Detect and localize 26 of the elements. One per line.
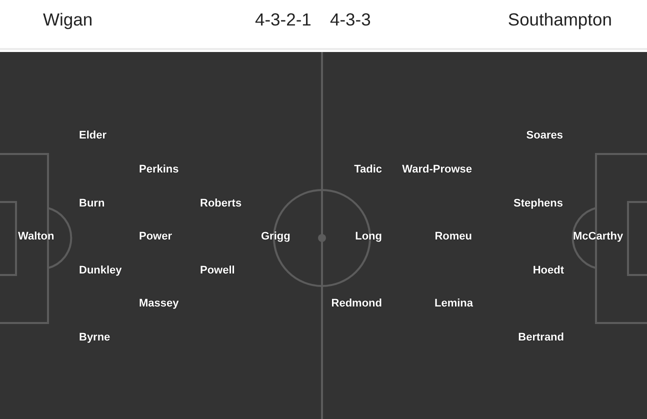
player-name: Elder: [79, 129, 107, 143]
player-name: Romeu: [434, 230, 472, 244]
player-name: Byrne: [79, 331, 110, 345]
player-name: Soares: [526, 129, 563, 143]
player-name: Walton: [18, 230, 54, 244]
player-name: Dunkley: [79, 264, 122, 278]
player-name: McCarthy: [573, 230, 624, 244]
player-name: Tadic: [354, 163, 382, 177]
player-name: Hoedt: [532, 264, 564, 278]
team-name: Southampton: [508, 10, 612, 30]
player-name: Power: [139, 230, 172, 244]
player-name: Massey: [139, 297, 179, 311]
player-name: Powell: [200, 264, 235, 278]
formation-label: 4-3-3: [330, 10, 371, 30]
player-name: Stephens: [513, 197, 563, 211]
formation-label: 4-3-2-1: [255, 10, 312, 30]
team-name: Wigan: [43, 10, 93, 30]
player-name: Bertrand: [518, 331, 564, 345]
player-name: Burn: [79, 197, 105, 211]
player-name: Lemina: [434, 297, 473, 311]
player-name: Perkins: [139, 163, 179, 177]
player-name: Long: [355, 230, 382, 244]
player-name: Roberts: [200, 197, 242, 211]
player-name: Ward-Prowse: [402, 163, 472, 177]
player-name: Redmond: [331, 297, 382, 311]
player-name: Grigg: [261, 230, 290, 244]
